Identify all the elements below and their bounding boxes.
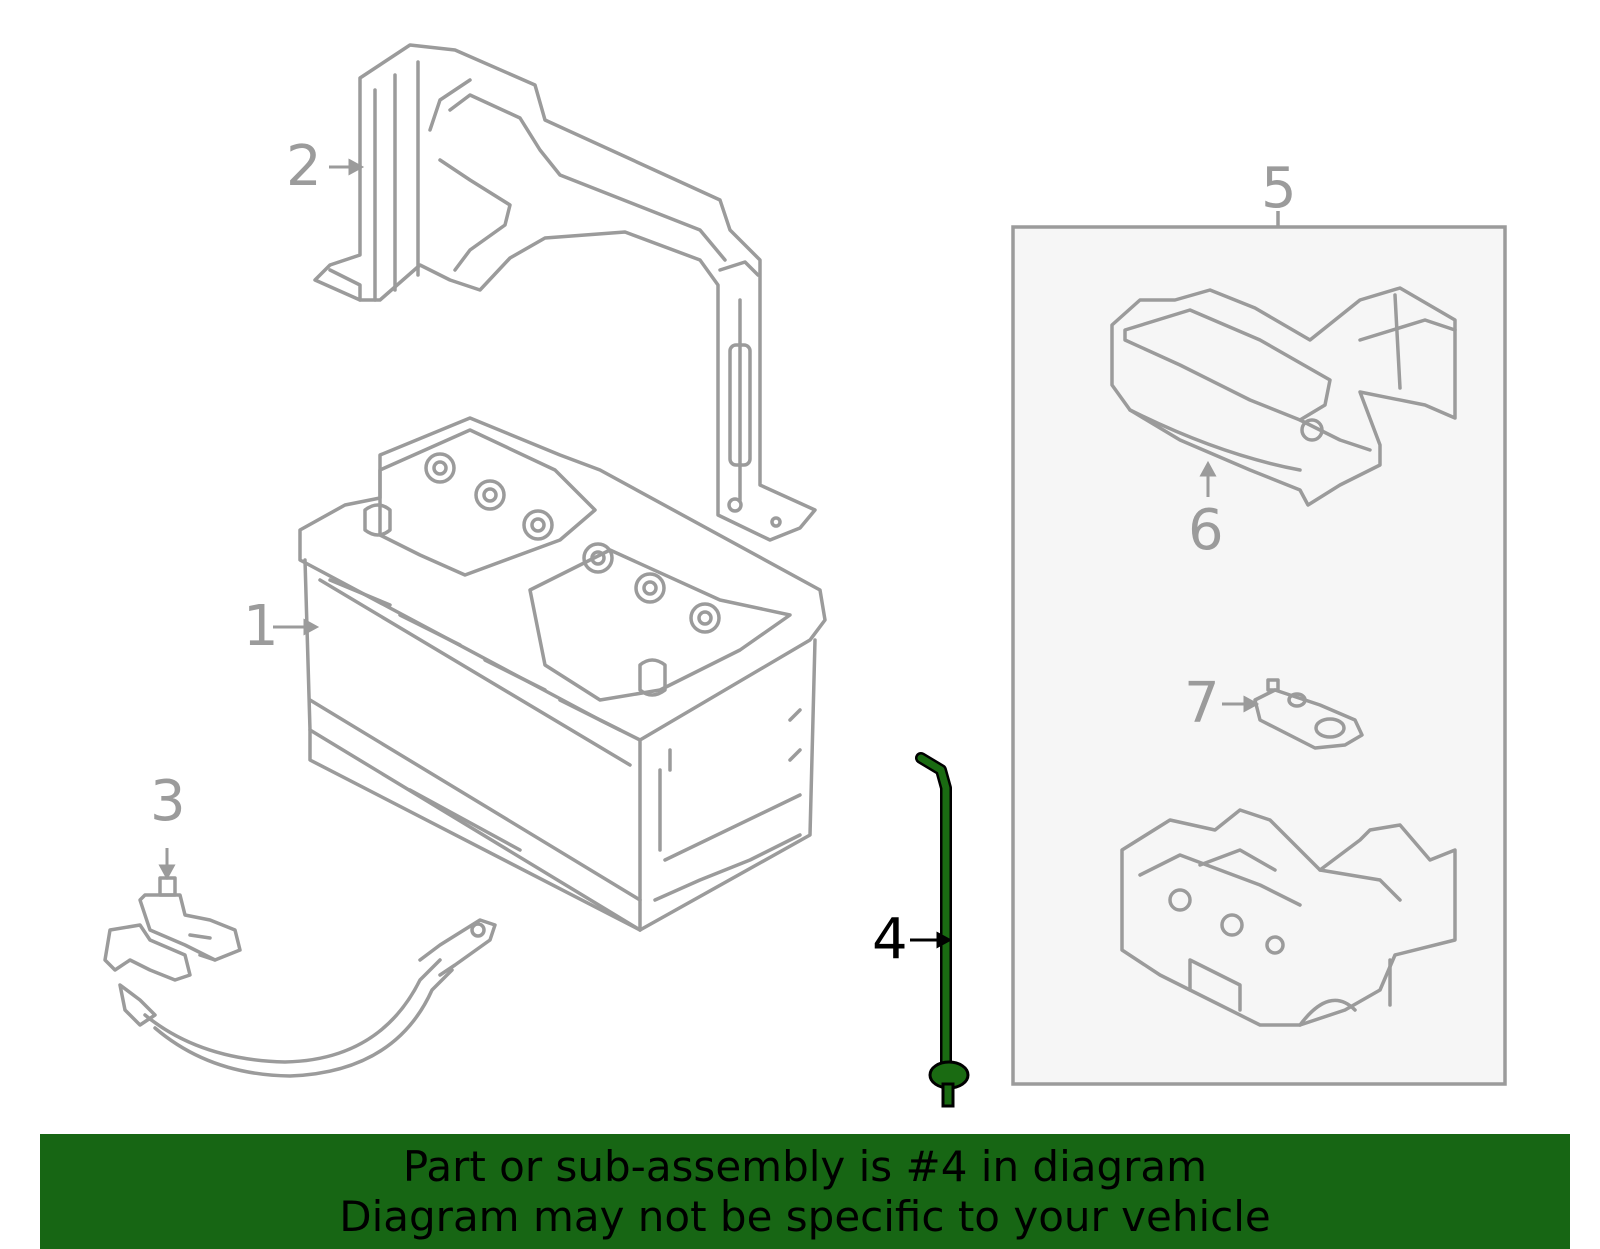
cable-part xyxy=(103,876,497,1078)
footer-band-background xyxy=(40,1134,1570,1249)
footer-line-disclaimer: Diagram may not be specific to your vehi… xyxy=(339,1191,1271,1241)
callout-3: 3 xyxy=(150,769,186,834)
battery-part xyxy=(298,416,827,932)
callout-1: 1 xyxy=(243,594,279,659)
callout-5: 5 xyxy=(1261,156,1297,221)
terminal-clamp-part xyxy=(1253,678,1364,750)
rod-part xyxy=(915,752,970,1108)
terminal-cover-part xyxy=(1110,286,1457,507)
footer-line-part-number: Part or sub-assembly is #4 in diagram xyxy=(402,1141,1208,1191)
callout-2: 2 xyxy=(286,134,322,199)
footer-notice: Part or sub-assembly is #4 in diagram Di… xyxy=(40,1134,1570,1249)
kit-box xyxy=(1011,225,1507,1086)
fuse-box-part xyxy=(1120,808,1457,1027)
callout-7: 7 xyxy=(1184,671,1220,736)
callout-arrows xyxy=(158,158,1260,881)
callout-4: 4 xyxy=(872,907,908,972)
callout-arrow-4 xyxy=(910,931,953,949)
callout-6: 6 xyxy=(1188,498,1224,563)
bracket-part xyxy=(313,43,817,542)
